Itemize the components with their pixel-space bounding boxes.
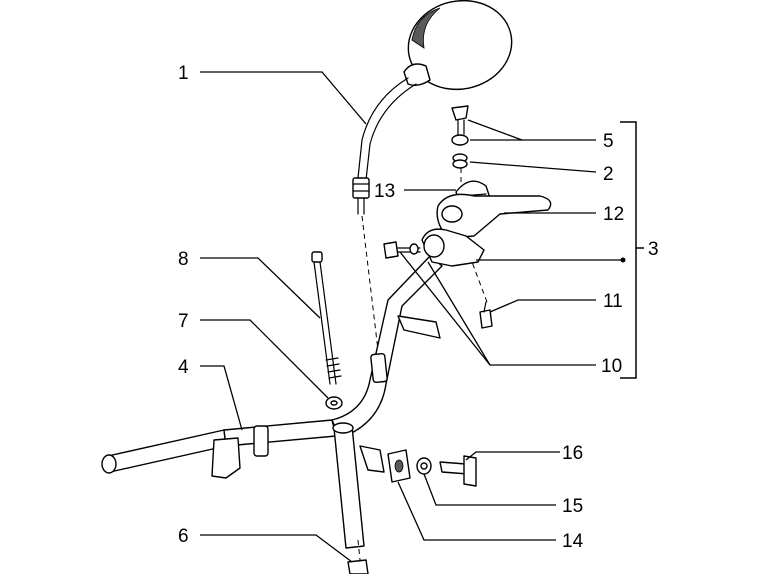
handlebar: [101, 255, 443, 479]
callout-1: 1: [178, 63, 189, 84]
callout-7: 7: [178, 311, 189, 332]
callout-12: 12: [603, 204, 624, 225]
callout-13: 13: [374, 181, 395, 202]
callout-8: 8: [178, 249, 189, 270]
callout-14: 14: [562, 531, 584, 552]
column-axis-line: [357, 539, 361, 561]
callout-15: 15: [562, 496, 583, 517]
mirror-assembly: [352, 0, 513, 215]
callout-11: 11: [603, 291, 623, 312]
lever-assembly: [383, 105, 552, 329]
callout-16: 16: [562, 443, 583, 464]
callout-6: 6: [178, 526, 189, 547]
callout-5: 5: [603, 131, 614, 152]
clip-washer-bolt: [387, 449, 477, 487]
callout-10: 10: [601, 356, 622, 377]
callout-3: 3: [648, 239, 659, 260]
steering-column: [332, 422, 365, 549]
callout-2: 2: [603, 164, 614, 185]
leader-lines: [200, 71, 622, 563]
mirror-axis-line: [361, 215, 379, 351]
end-plug: [347, 559, 369, 574]
callout-4: 4: [178, 357, 189, 378]
group-3-bracket: [620, 121, 637, 379]
long-bolt: [311, 251, 342, 385]
group-3-marker: [620, 257, 626, 263]
